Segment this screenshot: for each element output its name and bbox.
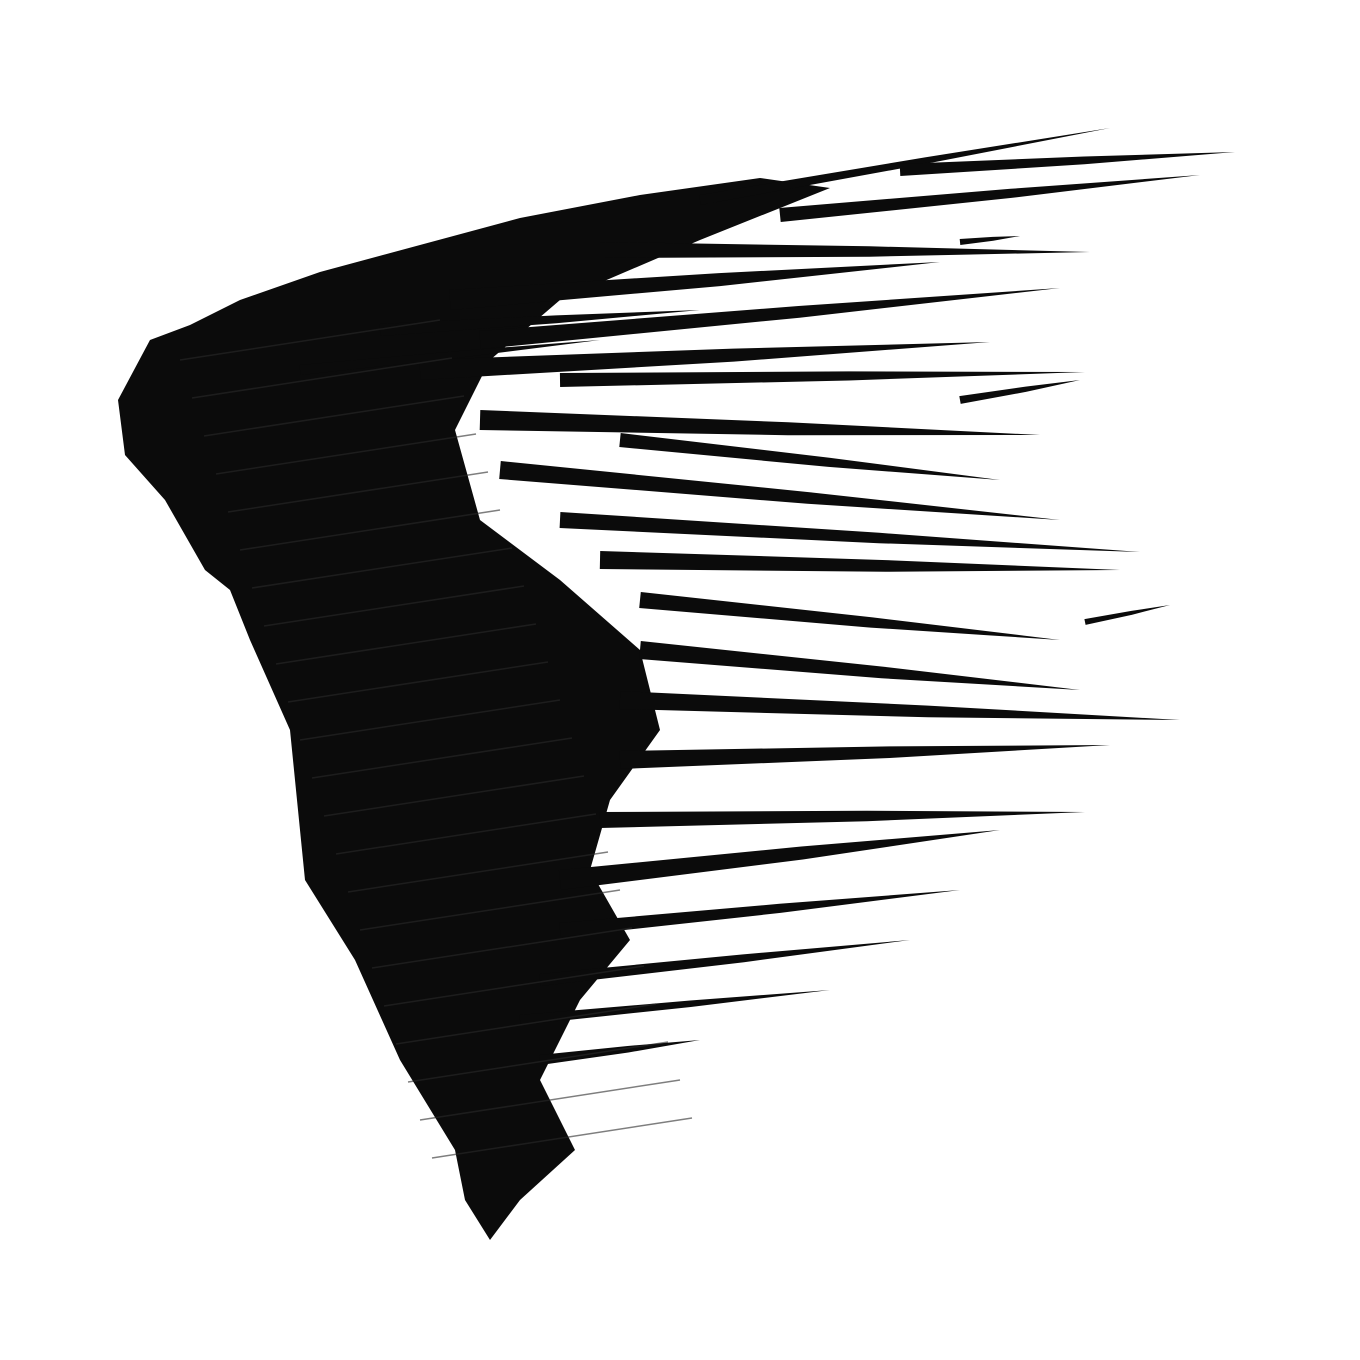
bristle-streak bbox=[959, 236, 1020, 245]
sheen-line bbox=[287, 661, 549, 703]
sheen-line bbox=[263, 585, 525, 627]
bristle-streak bbox=[599, 810, 1085, 828]
sheen-line bbox=[431, 1117, 693, 1159]
sheen-line bbox=[383, 965, 645, 1007]
bristle-streak bbox=[499, 461, 1060, 520]
bristle-streak bbox=[639, 641, 1080, 690]
sheen-line bbox=[179, 319, 441, 361]
bristle-streak bbox=[600, 242, 1090, 258]
swatch-body bbox=[118, 178, 830, 1240]
swatch-sheen-lines bbox=[179, 319, 693, 1159]
bristle-streak bbox=[1084, 605, 1170, 625]
sheen-line bbox=[347, 851, 609, 893]
bristle-streak bbox=[559, 890, 960, 937]
bristle-streak bbox=[559, 512, 1140, 552]
swatch-main-mass bbox=[118, 178, 830, 1240]
sheen-line bbox=[311, 737, 573, 779]
bristle-streak bbox=[539, 1040, 700, 1065]
sheen-line bbox=[239, 509, 501, 551]
sheen-line bbox=[191, 357, 453, 399]
sheen-line bbox=[215, 433, 477, 475]
sheen-line bbox=[323, 775, 585, 817]
bristle-streak bbox=[419, 342, 990, 380]
bristle-streak bbox=[959, 380, 1080, 404]
sheen-line bbox=[395, 1003, 657, 1045]
sheen-line bbox=[275, 623, 537, 665]
bristle-streak bbox=[299, 340, 600, 375]
sheen-line bbox=[407, 1041, 669, 1083]
bristle-streak bbox=[619, 745, 1110, 769]
bristle-streak bbox=[639, 592, 1060, 640]
sheen-line bbox=[335, 813, 597, 855]
bristle-streak bbox=[619, 691, 1180, 720]
bristle-streak bbox=[479, 288, 1060, 349]
bristle-streak bbox=[519, 990, 830, 1025]
bristle-streak bbox=[449, 262, 940, 310]
swatch-bristle-streaks bbox=[299, 128, 1235, 1065]
sheen-line bbox=[419, 1079, 681, 1121]
bristle-streak bbox=[779, 175, 1200, 222]
bristle-streak bbox=[558, 830, 1000, 890]
sheen-line bbox=[251, 547, 513, 589]
bristle-streak bbox=[559, 371, 1085, 387]
sheen-line bbox=[359, 889, 621, 931]
bristle-streak bbox=[379, 310, 700, 336]
sheen-line bbox=[203, 395, 465, 437]
sheen-line bbox=[371, 927, 633, 969]
bristle-streak bbox=[539, 940, 910, 986]
sheen-line bbox=[299, 699, 561, 741]
sheen-line bbox=[227, 471, 489, 513]
bristle-streak bbox=[899, 152, 1235, 176]
bristle-streak bbox=[479, 410, 1040, 436]
bristle-streak bbox=[619, 433, 1000, 480]
bristle-streak bbox=[599, 551, 1120, 572]
